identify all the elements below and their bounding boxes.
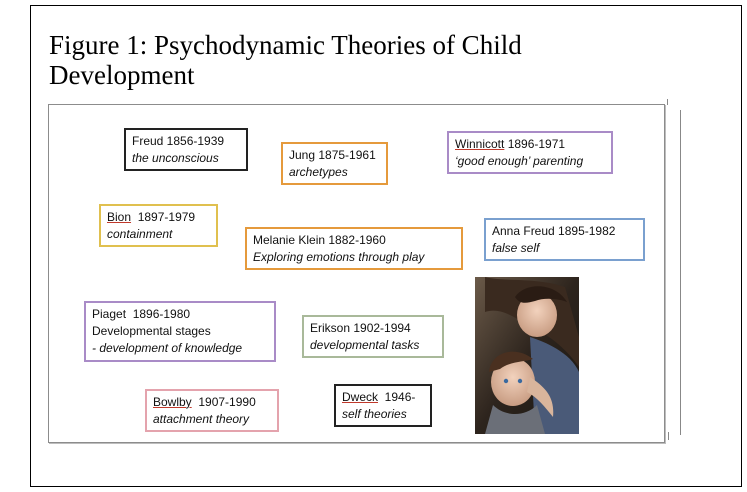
- theorist-idea: archetypes: [289, 165, 348, 179]
- mother-child-photo: [475, 277, 579, 434]
- theorist-box-anna-freud: Anna Freud 1895-1982 false self: [484, 218, 645, 261]
- theorist-idea: attachment theory: [153, 412, 250, 426]
- theorist-box-bion: Bion 1897-1979 containment: [99, 204, 218, 247]
- theorist-dates: 1897-1979: [131, 210, 196, 224]
- theorist-box-bowlby: Bowlby 1907-1990 attachment theory: [145, 389, 279, 432]
- theorist-idea: containment: [107, 227, 173, 241]
- theorist-box-piaget: Piaget 1896-1980 Developmental stages - …: [84, 301, 276, 362]
- caption-line-2: Development: [49, 60, 195, 90]
- theorist-idea: - development of knowledge: [92, 341, 243, 355]
- theorist-idea: false self: [492, 241, 540, 255]
- theorist-name: Bowlby 1907-1990: [153, 394, 271, 411]
- caption-line-1: Figure 1: Psychodynamic Theories of Chil…: [49, 30, 522, 60]
- theorist-name: Erikson 1902-1994: [310, 321, 411, 335]
- theorist-dates: 1896-1971: [504, 137, 566, 151]
- theorist-name: Freud 1856-1939: [132, 134, 225, 148]
- theorist-dates: 1946-: [378, 390, 416, 404]
- theorist-name-underlined: Winnicott: [455, 137, 505, 151]
- theorist-name: Jung 1875-1961: [289, 148, 376, 162]
- theorist-name-underlined: Bowlby: [153, 395, 192, 409]
- theorist-idea: the unconscious: [132, 151, 219, 165]
- theorist-box-erikson: Erikson 1902-1994 developmental tasks: [302, 315, 444, 358]
- theorist-name-underlined: Dweck: [342, 390, 379, 404]
- theorist-name: Bion 1897-1979: [107, 209, 210, 226]
- theorist-name: Piaget 1896-1980: [92, 307, 191, 321]
- theorist-idea: Exploring emotions through play: [253, 250, 425, 264]
- theorist-name: Winnicott 1896-1971: [455, 136, 605, 153]
- theorist-box-jung: Jung 1875-1961 archetypes: [281, 142, 388, 185]
- mother-child-photo-image: [475, 277, 579, 434]
- theorist-name: Dweck 1946-: [342, 389, 424, 406]
- theorist-box-klein: Melanie Klein 1882-1960 Exploring emotio…: [245, 227, 463, 270]
- theorist-name: Melanie Klein 1882-1960: [253, 233, 386, 247]
- frame-edge-tick: [667, 99, 668, 105]
- theorist-idea: ‘good enough’ parenting: [455, 154, 584, 168]
- frame-edge-tick: [668, 432, 669, 440]
- theorist-name-underlined: Bion: [107, 210, 132, 224]
- theorist-detail: Developmental stages: [92, 324, 211, 338]
- theorist-box-freud: Freud 1856-1939 the unconscious: [124, 128, 248, 171]
- theorist-box-winnicott: Winnicott 1896-1971 ‘good enough’ parent…: [447, 131, 613, 174]
- theorist-idea: self theories: [342, 407, 407, 421]
- theorist-box-dweck: Dweck 1946- self theories: [334, 384, 432, 427]
- theorist-idea: developmental tasks: [310, 338, 420, 352]
- figure-caption: Figure 1: Psychodynamic Theories of Chil…: [49, 30, 649, 90]
- figure-frame: [48, 104, 665, 443]
- frame-edge-line: [680, 110, 681, 435]
- theorist-name: Anna Freud 1895-1982: [492, 224, 616, 238]
- theorist-dates: 1907-1990: [191, 395, 256, 409]
